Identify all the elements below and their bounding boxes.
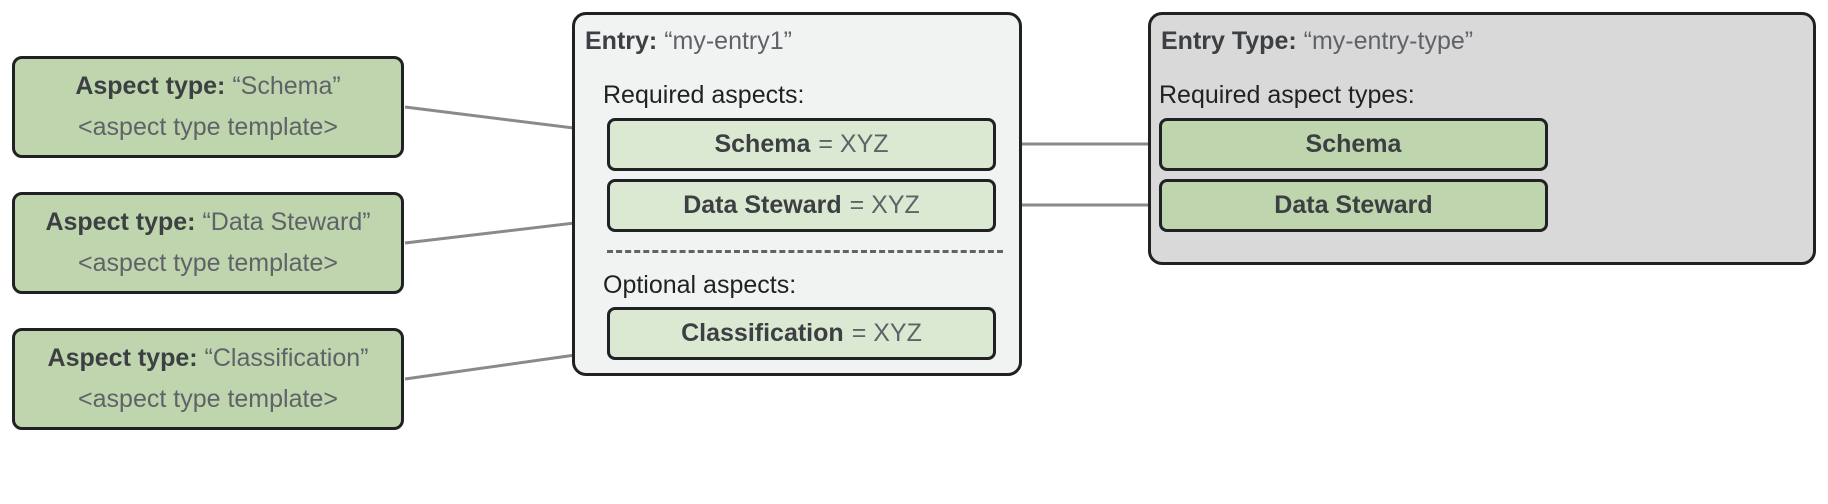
- aspect-type-card-schema[interactable]: Aspect type: “Schema” <aspect type templ…: [12, 56, 404, 158]
- entry-aspect-data-steward[interactable]: Data Steward = XYZ: [607, 179, 996, 232]
- entry-type-aspect-data-steward-name: Data Steward: [1274, 190, 1433, 219]
- aspect-type-card-classification[interactable]: Aspect type: “Classification” <aspect ty…: [12, 328, 404, 430]
- entry-aspect-data-steward-value: = XYZ: [849, 190, 920, 219]
- aspect-type-classification-template: <aspect type template>: [78, 385, 338, 413]
- aspect-type-card-data-steward[interactable]: Aspect type: “Data Steward” <aspect type…: [12, 192, 404, 294]
- aspect-type-schema-title: Aspect type: “Schema”: [75, 71, 341, 101]
- entry-type-aspect-schema-name: Schema: [1305, 129, 1402, 158]
- entry-required-aspects-label: Required aspects:: [603, 81, 805, 109]
- aspect-type-schema-template: <aspect type template>: [78, 113, 338, 141]
- entry-optional-aspects-label: Optional aspects:: [603, 271, 797, 299]
- entry-title-name: “my-entry1”: [664, 27, 792, 55]
- entry-aspect-classification[interactable]: Classification = XYZ: [607, 307, 996, 360]
- entry-aspect-data-steward-name: Data Steward: [683, 190, 842, 219]
- entry-required-optional-divider: [607, 250, 1003, 253]
- aspect-type-classification-name: “Classification”: [204, 343, 369, 372]
- entry-type-required-label: Required aspect types:: [1159, 81, 1415, 109]
- entry-type-title-name: “my-entry-type”: [1303, 27, 1474, 55]
- entry-aspect-schema[interactable]: Schema = XYZ: [607, 118, 996, 171]
- entry-type-title-prefix: Entry Type:: [1161, 27, 1297, 55]
- entry-type-aspect-schema[interactable]: Schema: [1159, 118, 1548, 171]
- aspect-type-schema-prefix: Aspect type:: [75, 71, 226, 100]
- entry-title-prefix: Entry:: [585, 27, 658, 55]
- aspect-type-schema-name: “Schema”: [232, 71, 341, 100]
- aspect-type-data-steward-name: “Data Steward”: [202, 207, 371, 236]
- entry-aspect-schema-value: = XYZ: [818, 129, 889, 158]
- entry-title: Entry: “my-entry1”: [585, 27, 792, 56]
- entry-type-title: Entry Type: “my-entry-type”: [1161, 27, 1474, 56]
- entry-aspect-classification-value: = XYZ: [851, 318, 922, 347]
- entry-aspect-schema-name: Schema: [714, 129, 811, 158]
- aspect-type-data-steward-title: Aspect type: “Data Steward”: [45, 207, 371, 237]
- entry-type-aspect-data-steward[interactable]: Data Steward: [1159, 179, 1548, 232]
- aspect-type-data-steward-prefix: Aspect type:: [45, 207, 196, 236]
- aspect-type-classification-prefix: Aspect type:: [47, 343, 198, 372]
- aspect-type-data-steward-template: <aspect type template>: [78, 249, 338, 277]
- aspect-type-classification-title: Aspect type: “Classification”: [47, 343, 369, 373]
- entry-aspect-classification-name: Classification: [681, 318, 844, 347]
